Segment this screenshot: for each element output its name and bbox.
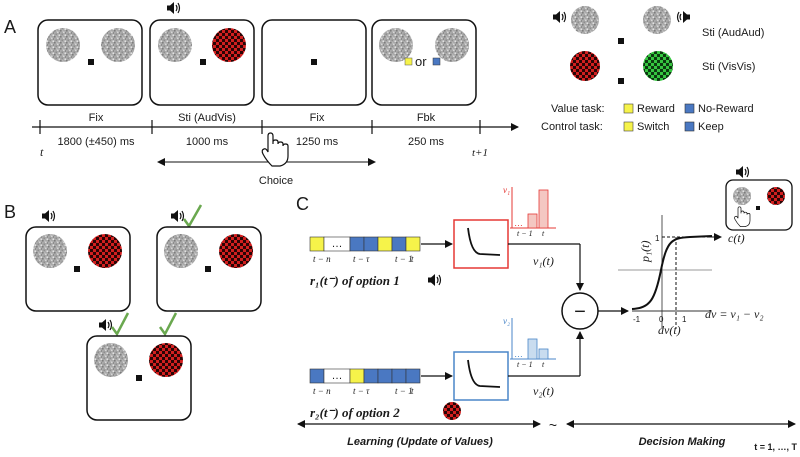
keep-label: Keep	[698, 121, 724, 133]
learning-filter-red: v₁(t)	[453, 219, 584, 291]
legend-sti-audaud: Sti (AudAud)	[702, 27, 764, 39]
panel-label-c: C	[296, 194, 309, 214]
r2-label: r₂(t⁻) of option 2	[310, 405, 400, 420]
phase-duration-2: 1250 ms	[296, 136, 339, 148]
trial-range-label: t = 1, …, T	[754, 442, 797, 452]
learning-label: Learning (Update of Values)	[347, 436, 493, 448]
time-t-label: t	[40, 145, 44, 159]
svg-text:−: −	[574, 301, 586, 323]
svg-text:t: t	[411, 254, 414, 264]
reward-sequence-top: … t − n t − τ t − 1 t r₁(t⁻) of option 1	[309, 236, 453, 288]
svg-text:v₂: v₂	[503, 316, 510, 326]
dv-formula: dv = v₁ − v₂	[705, 307, 764, 321]
svg-text:t − n: t − n	[313, 386, 331, 396]
svg-text:t − 1: t − 1	[395, 386, 413, 396]
choice-label: Choice	[259, 175, 293, 187]
control-task-label: Control task:	[541, 121, 603, 133]
feedback-or-text: or	[415, 54, 427, 69]
svg-text:-1: -1	[633, 315, 641, 324]
svg-text:…: …	[514, 218, 523, 228]
red-checker-icon	[443, 402, 461, 420]
value-task-label: Value task:	[551, 103, 605, 115]
svg-text:t: t	[542, 360, 545, 369]
svg-text:…: …	[514, 349, 523, 359]
decision-sigmoid: p₁(t) 1 c(t) -1 0 1 dv(t) dv = v₁ − v₂	[618, 215, 764, 337]
svg-text:…: …	[332, 370, 343, 382]
r1-label: r₁(t⁻) of option 1	[310, 273, 400, 288]
tilde-label: ~	[549, 417, 557, 433]
process-labels: Learning (Update of Values) ~ Decision M…	[297, 417, 797, 452]
svg-text:1: 1	[655, 234, 660, 243]
svg-text:t: t	[542, 229, 545, 238]
svg-text:t − τ: t − τ	[353, 254, 370, 264]
v1-histogram: v₁ … t − 1 t	[503, 185, 556, 238]
speaker-icon	[427, 273, 442, 287]
phase-duration-3: 250 ms	[408, 136, 445, 148]
v2-histogram: v₂ … t − 1 t	[503, 316, 556, 369]
svg-text:t − 1: t − 1	[517, 360, 533, 369]
speaker-icon-left	[552, 10, 567, 24]
v2-output: v₂(t)	[533, 384, 554, 398]
screen-b-3	[86, 312, 192, 421]
v1-output: v₁(t)	[533, 254, 554, 268]
svg-text:v₁: v₁	[503, 185, 510, 195]
timeline: Fix 1800 (±450) ms Sti (AudVis) 1000 ms …	[32, 112, 519, 187]
svg-text:t − 1: t − 1	[517, 229, 533, 238]
switch-label: Switch	[637, 121, 669, 133]
phase-name-2: Fix	[310, 112, 325, 124]
screen-b-2	[156, 204, 262, 312]
difference-node: −	[561, 292, 629, 330]
phase-duration-1: 1000 ms	[186, 136, 229, 148]
svg-text:t − 1: t − 1	[395, 254, 413, 264]
phase-name-1: Sti (AudVis)	[178, 112, 236, 124]
svg-text:t − τ: t − τ	[353, 386, 370, 396]
screen-stimulus	[149, 1, 255, 106]
speaker-icon	[166, 1, 181, 15]
screen-fixation-1	[37, 19, 143, 106]
decision-label: Decision Making	[639, 436, 726, 448]
check-mark-icon	[182, 204, 203, 229]
no-reward-label: No-Reward	[698, 103, 754, 115]
dvt-label: dv(t)	[658, 323, 681, 337]
p1-label: p₁(t)	[638, 240, 652, 263]
hand-pointer-icon	[261, 132, 289, 167]
time-t-plus-1-label: t+1	[472, 147, 488, 159]
panel-label-a: A	[4, 17, 16, 37]
stimulus-legend: Sti (AudAud) Sti (VisVis) Value task: Re…	[541, 6, 764, 133]
screen-feedback: or	[371, 19, 477, 106]
panel-label-b: B	[4, 202, 16, 222]
reward-sequence-bottom: … t − n t − τ t − 1 t r₂(t⁻) of option 2	[309, 368, 461, 420]
phase-duration-0: 1800 (±450) ms	[58, 136, 135, 148]
phase-name-3: Fbk	[417, 112, 436, 124]
screen-b-1	[25, 209, 131, 312]
check-mark-icon	[110, 312, 130, 337]
ct-label: c(t)	[728, 231, 745, 245]
speaker-icon	[41, 209, 56, 223]
legend-sti-visvis: Sti (VisVis)	[702, 61, 755, 73]
svg-text:t: t	[411, 386, 414, 396]
phase-name-0: Fix	[89, 112, 104, 124]
reward-label: Reward	[637, 103, 675, 115]
choice-screen-mini	[725, 165, 793, 231]
speaker-icon-right	[676, 10, 691, 24]
speaker-icon	[170, 209, 185, 223]
check-mark-icon	[158, 312, 178, 337]
speaker-icon	[735, 165, 750, 179]
speaker-icon	[98, 318, 113, 332]
screen-fixation-2	[261, 19, 367, 106]
learning-filter-blue: v₂(t)	[453, 331, 584, 401]
svg-text:1: 1	[682, 315, 687, 324]
svg-text:t − n: t − n	[313, 254, 331, 264]
svg-text:0: 0	[659, 315, 664, 324]
svg-text:…: …	[332, 238, 343, 250]
